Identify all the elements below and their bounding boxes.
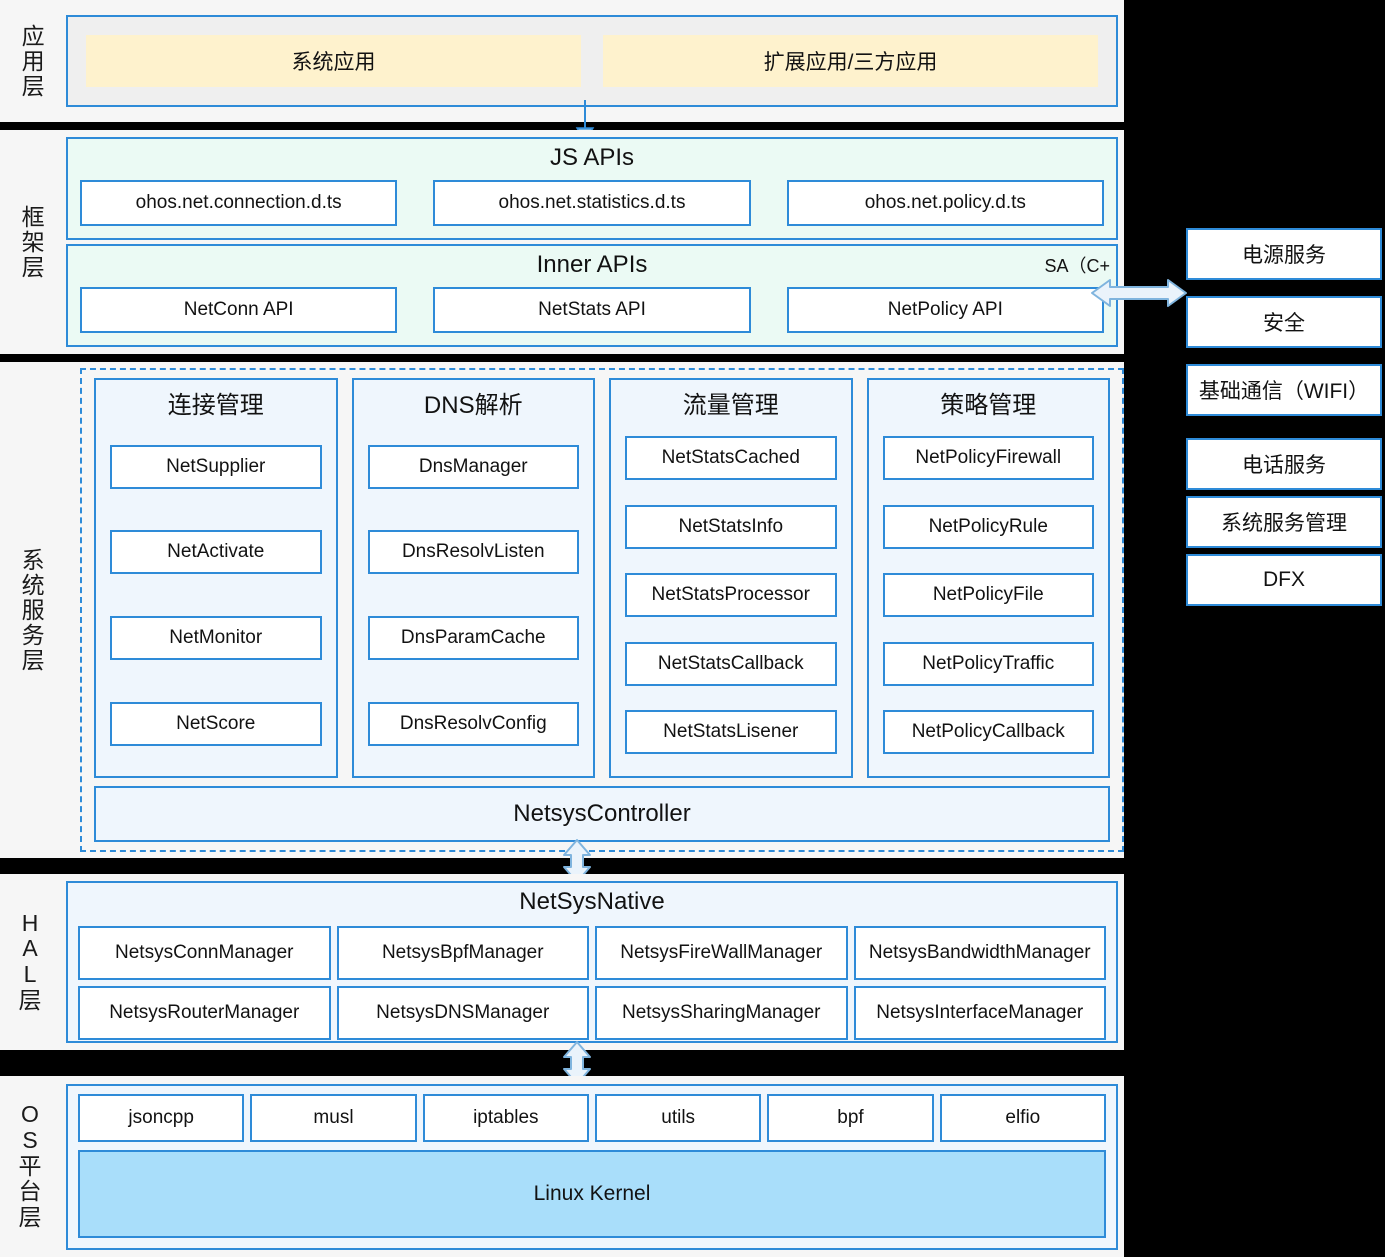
os-platform-container: jsoncpp musl iptables utils bpf elfio Li… xyxy=(66,1083,1118,1250)
cell-netsysfirewallmanager[interactable]: NetsysFireWallManager xyxy=(595,926,848,980)
column-items-traffic: NetStatsCached NetStatsInfo NetStatsProc… xyxy=(625,424,837,766)
column-title-connection: 连接管理 xyxy=(167,392,264,419)
cell-netstatsprocessor[interactable]: NetStatsProcessor xyxy=(625,573,837,618)
application-layer-label-text: 应用层 xyxy=(18,23,45,99)
cell-netsysconnmanager[interactable]: NetsysConnManager xyxy=(78,926,331,980)
cell-netstatscallback[interactable]: NetStatsCallback xyxy=(625,641,837,686)
inner-api-netconn[interactable]: NetConn API xyxy=(80,287,398,333)
js-api-connection[interactable]: ohos.net.connection.d.ts xyxy=(80,180,398,226)
js-apis-row: ohos.net.connection.d.ts ohos.net.statis… xyxy=(68,176,1116,238)
framework-layer-label-text: 框架层 xyxy=(18,204,45,280)
cell-jsoncpp[interactable]: jsoncpp xyxy=(78,1093,245,1142)
column-title-traffic: 流量管理 xyxy=(682,392,779,419)
service-basic-communication-wifi[interactable]: 基础通信（WIFI） xyxy=(1186,364,1382,416)
inner-api-netstats[interactable]: NetStats API xyxy=(433,287,751,333)
service-security[interactable]: 安全 xyxy=(1186,296,1382,348)
js-apis-title: JS APIs xyxy=(549,144,635,171)
cell-netsupplier[interactable]: NetSupplier xyxy=(110,444,322,489)
inner-apis-row: NetConn API NetStats API NetPolicy API xyxy=(68,283,1116,345)
cell-dnsmanager[interactable]: DnsManager xyxy=(367,444,579,489)
cell-netsysbpfmanager[interactable]: NetsysBpfManager xyxy=(336,926,589,980)
service-telephony[interactable]: 电话服务 xyxy=(1186,438,1382,490)
system-service-columns: 连接管理 NetSupplier NetActivate NetMonitor … xyxy=(90,378,1114,779)
cell-iptables[interactable]: iptables xyxy=(422,1093,589,1142)
framework-layer-label: 框架层 xyxy=(0,205,62,280)
cell-netpolicyrule[interactable]: NetPolicyRule xyxy=(882,504,1094,549)
cell-netpolicyfirewall[interactable]: NetPolicyFirewall xyxy=(882,436,1094,481)
column-traffic-management: 流量管理 NetStatsCached NetStatsInfo NetStat… xyxy=(609,378,853,779)
cell-elfio[interactable]: elfio xyxy=(939,1093,1106,1142)
system-service-layer-band: 系统服务层 连接管理 NetSupplier NetActivate NetMo… xyxy=(0,362,1124,858)
system-service-layer-label: 系统服务层 xyxy=(0,548,62,673)
column-title-dns: DNS解析 xyxy=(423,392,523,419)
cell-netstatslisener[interactable]: NetStatsLisener xyxy=(625,710,837,755)
cell-utils[interactable]: utils xyxy=(594,1093,762,1142)
hal-row-1: NetsysConnManager NetsysBpfManager Netsy… xyxy=(78,926,1106,980)
js-api-statistics[interactable]: ohos.net.statistics.d.ts xyxy=(433,180,751,226)
column-connection-management: 连接管理 NetSupplier NetActivate NetMonitor … xyxy=(94,378,338,779)
sa-cpp-tag: SA（C+ xyxy=(1044,256,1110,276)
column-items-dns: DnsManager DnsResolvListen DnsParamCache… xyxy=(367,424,579,766)
cell-netpolicytraffic[interactable]: NetPolicyTraffic xyxy=(882,641,1094,686)
netsys-controller-box[interactable]: NetsysController xyxy=(94,786,1110,842)
arrow-framework-to-services xyxy=(1091,279,1187,307)
inner-api-netpolicy[interactable]: NetPolicy API xyxy=(786,287,1104,333)
cell-dnsresolvlisten[interactable]: DnsResolvListen xyxy=(367,530,579,575)
column-dns-resolution: DNS解析 DnsManager DnsResolvListen DnsPara… xyxy=(351,378,595,779)
column-title-policy: 策略管理 xyxy=(940,392,1037,419)
system-service-layer-label-text: 系统服务层 xyxy=(18,547,45,673)
hal-row-2: NetsysRouterManager NetsysDNSManager Net… xyxy=(78,986,1106,1040)
service-system-service-management[interactable]: 系统服务管理 xyxy=(1186,496,1382,548)
js-api-policy[interactable]: ohos.net.policy.d.ts xyxy=(786,180,1104,226)
framework-layer-band: 框架层 JS APIs ohos.net.connection.d.ts oho… xyxy=(0,130,1124,354)
external-services-stack: 电源服务 安全 基础通信（WIFI） 电话服务 系统服务管理 DFX xyxy=(1186,228,1382,606)
framework-layer-container: JS APIs ohos.net.connection.d.ts ohos.ne… xyxy=(66,137,1118,347)
system-service-dashed-container: 连接管理 NetSupplier NetActivate NetMonitor … xyxy=(80,368,1124,852)
cell-bpf[interactable]: bpf xyxy=(767,1093,934,1142)
column-policy-management: 策略管理 NetPolicyFirewall NetPolicyRule Net… xyxy=(866,378,1110,779)
cell-netsyssharingmanager[interactable]: NetsysSharingManager xyxy=(595,986,848,1040)
os-library-row: jsoncpp musl iptables utils bpf elfio xyxy=(78,1093,1106,1142)
inner-apis-panel: Inner APIs SA（C+ NetConn API NetStats AP… xyxy=(66,244,1118,347)
cell-netpolicyfile[interactable]: NetPolicyFile xyxy=(882,573,1094,618)
cell-netmonitor[interactable]: NetMonitor xyxy=(110,616,322,661)
cell-netstatsinfo[interactable]: NetStatsInfo xyxy=(625,504,837,549)
cell-netpolicycallback[interactable]: NetPolicyCallback xyxy=(882,710,1094,755)
cell-netstatscached[interactable]: NetStatsCached xyxy=(625,436,837,481)
column-items-connection: NetSupplier NetActivate NetMonitor NetSc… xyxy=(110,424,322,766)
cell-netsysbandwidthmanager[interactable]: NetsysBandwidthManager xyxy=(853,926,1106,980)
linux-kernel-box[interactable]: Linux Kernel xyxy=(78,1149,1106,1238)
cell-netsysroutermanager[interactable]: NetsysRouterManager xyxy=(78,986,331,1040)
cell-dnsresolvconfig[interactable]: DnsResolvConfig xyxy=(367,701,579,746)
netsysnative-container: NetSysNative NetsysConnManager NetsysBpf… xyxy=(66,881,1118,1043)
inner-apis-title: Inner APIs xyxy=(536,251,648,278)
app-box-system[interactable]: 系统应用 xyxy=(86,35,581,87)
application-layer-label: 应用层 xyxy=(0,24,62,99)
cell-dnsparamcache[interactable]: DnsParamCache xyxy=(367,616,579,661)
column-items-policy: NetPolicyFirewall NetPolicyRule NetPolic… xyxy=(882,424,1094,766)
application-layer-container: 系统应用 扩展应用/三方应用 xyxy=(66,15,1118,107)
js-apis-panel: JS APIs ohos.net.connection.d.ts ohos.ne… xyxy=(66,137,1118,240)
service-dfx[interactable]: DFX xyxy=(1186,554,1382,606)
cell-netsysdnsmanager[interactable]: NetsysDNSManager xyxy=(336,986,589,1040)
app-box-extended[interactable]: 扩展应用/三方应用 xyxy=(603,35,1098,87)
cell-musl[interactable]: musl xyxy=(250,1093,417,1142)
netsysnative-title: NetSysNative xyxy=(519,888,665,915)
cell-netactivate[interactable]: NetActivate xyxy=(110,530,322,575)
cell-netscore[interactable]: NetScore xyxy=(110,701,322,746)
cell-netsysinterfacemanager[interactable]: NetsysInterfaceManager xyxy=(853,986,1106,1040)
service-power[interactable]: 电源服务 xyxy=(1186,228,1382,280)
application-layer-band: 应用层 系统应用 扩展应用/三方应用 xyxy=(0,0,1124,122)
